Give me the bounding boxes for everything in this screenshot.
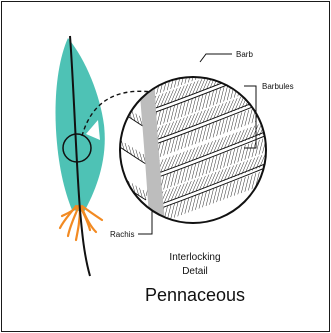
- barbule-line: [266, 21, 272, 35]
- barbule-line: [213, 57, 217, 73]
- barbule-line: [121, 69, 124, 79]
- barbule-line: [210, 59, 214, 75]
- barbule-line: [217, 39, 223, 53]
- barbule-line: [252, 26, 258, 40]
- barbule-line: [263, 55, 269, 69]
- barbule-line: [266, 151, 272, 165]
- barbule-line: [168, 58, 174, 72]
- barbule-line: [161, 60, 167, 74]
- rachis-label: Rachis: [110, 230, 134, 239]
- barbule-line: [206, 43, 212, 57]
- barbule-line: [164, 59, 170, 73]
- barbule-line: [217, 56, 221, 72]
- barbule-line: [125, 71, 128, 81]
- barbule-line: [154, 63, 160, 77]
- barb-leader: [200, 54, 232, 62]
- barbule-line: [256, 57, 262, 71]
- barbule-line: [132, 75, 135, 85]
- barbule-line: [249, 28, 255, 42]
- barbule-line: [178, 54, 184, 68]
- barbule-line: [228, 36, 234, 50]
- barbule-line: [171, 56, 177, 70]
- barbule-line: [121, 105, 124, 115]
- barbule-line: [227, 52, 231, 68]
- barb-label: Barb: [236, 50, 253, 59]
- barbule-line: [136, 78, 139, 88]
- barbule-line: [129, 73, 132, 83]
- barbule-line: [143, 82, 146, 92]
- barbule-line: [214, 41, 220, 55]
- barbule-line: [175, 55, 181, 69]
- barbule-line: [255, 42, 259, 58]
- barbule-line: [262, 39, 266, 55]
- barbule-line: [242, 62, 248, 76]
- barbule-line: [249, 60, 255, 74]
- barbule-line: [266, 53, 272, 67]
- barbule-line: [238, 32, 244, 46]
- barbule-line: [220, 55, 224, 71]
- barbule-line: [118, 67, 121, 77]
- barbule-line: [242, 30, 248, 44]
- detail-caption-line2: Detail: [182, 266, 208, 277]
- barbule-line: [231, 66, 237, 80]
- barbule-line: [262, 103, 266, 119]
- barbule-line: [259, 56, 265, 70]
- barbule-line: [150, 64, 156, 78]
- barbule-line: [241, 79, 245, 95]
- barbule-line: [192, 48, 198, 62]
- barbule-line: [118, 175, 121, 185]
- barbule-line: [256, 25, 262, 39]
- barbule-line: [252, 58, 258, 72]
- barbule-line: [121, 177, 124, 187]
- detail-caption-line1: Interlocking: [169, 252, 220, 263]
- barbule-line: [259, 41, 263, 57]
- barbule-line: [185, 51, 191, 65]
- barbule-line: [224, 69, 230, 83]
- barbule-line: [252, 90, 258, 104]
- barbule-line: [157, 61, 163, 75]
- barbule-line: [118, 103, 121, 113]
- barbule-line: [235, 65, 241, 79]
- barbule-line: [259, 24, 265, 38]
- barb-line: [150, 36, 270, 82]
- barbule-line: [245, 29, 251, 43]
- barbule-line: [252, 75, 256, 91]
- barbule-line: [228, 68, 234, 82]
- barbule-line: [231, 34, 237, 48]
- barbule-line: [206, 60, 210, 76]
- barbule-line: [266, 119, 272, 133]
- barb-line: [118, 74, 146, 92]
- barbule-line: [238, 64, 244, 78]
- barbule-line: [224, 54, 228, 70]
- barbule-line: [263, 23, 269, 37]
- barbule-line: [235, 33, 241, 47]
- barbule-line: [199, 46, 205, 60]
- barbule-line: [224, 37, 230, 51]
- barbule-line: [231, 51, 235, 67]
- barbule-line: [248, 76, 252, 92]
- barbule-line: [139, 80, 142, 90]
- diagram-title: Pennaceous: [145, 285, 245, 305]
- barbule-line: [202, 61, 206, 77]
- barbule-line: [182, 52, 188, 66]
- barbule-line: [256, 89, 262, 103]
- barbule-line: [189, 50, 195, 64]
- barbule-line: [146, 212, 150, 228]
- barbule-line: [221, 38, 227, 52]
- barbule-line: [245, 61, 251, 75]
- rachis-leader: [138, 210, 152, 234]
- barbule-line: [199, 63, 203, 79]
- barbule-line: [196, 47, 202, 61]
- barbules-label: Barbules: [262, 82, 294, 91]
